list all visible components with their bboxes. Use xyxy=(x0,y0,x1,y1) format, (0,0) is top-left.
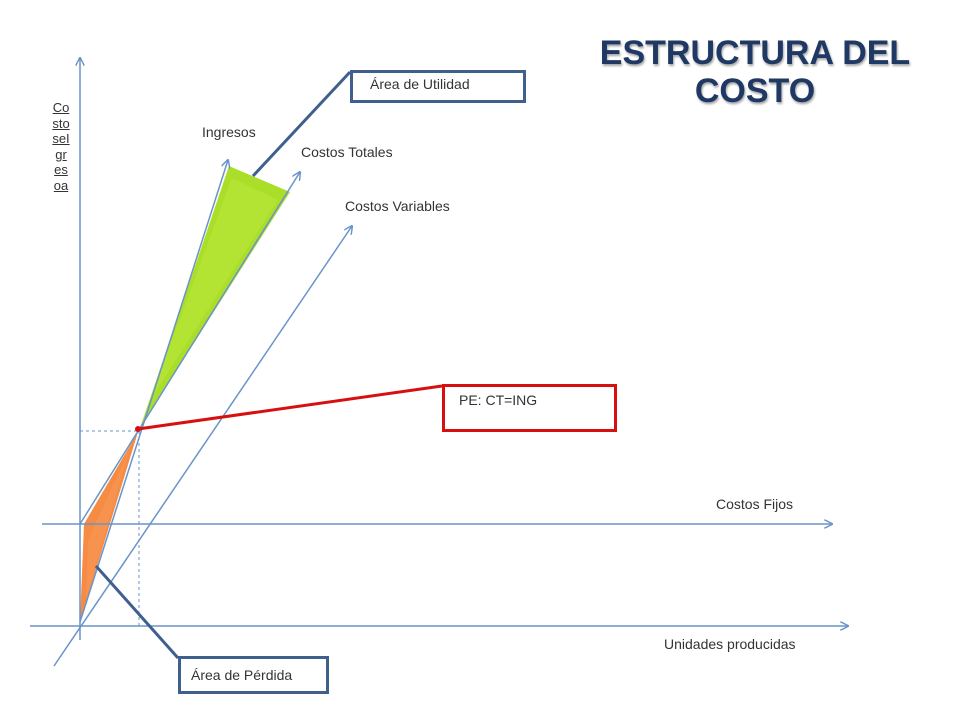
pe-point xyxy=(135,426,141,432)
page-title: ESTRUCTURA DEL COSTO xyxy=(599,34,911,110)
perdida-connector xyxy=(94,565,180,659)
costos-totales-line xyxy=(79,172,300,525)
utilidad-connector xyxy=(251,70,352,178)
profit-area-texture xyxy=(150,178,278,400)
costos-variables-line xyxy=(53,226,352,667)
perdida-callout-text: Área de Pérdida xyxy=(191,667,293,683)
costos-variables-label: Costos Variables xyxy=(345,198,450,214)
perdida-callout: Área de Pérdida xyxy=(178,656,329,694)
utilidad-callout: Área de Utilidad xyxy=(350,70,526,103)
pe-callout-text: PE: CT=ING xyxy=(459,392,538,408)
pe-connector xyxy=(137,384,443,431)
ingresos-label: Ingresos xyxy=(202,124,256,140)
pe-callout: PE: CT=ING xyxy=(442,384,617,432)
y-axis-label: CostoseIgresoa xyxy=(52,100,70,193)
utilidad-callout-text: Área de Utilidad xyxy=(370,76,470,92)
unidades-producidas-label: Unidades producidas xyxy=(664,636,796,652)
costos-fijos-label: Costos Fijos xyxy=(716,496,794,512)
ingresos-line xyxy=(79,160,228,623)
costos-totales-label: Costos Totales xyxy=(301,144,393,160)
